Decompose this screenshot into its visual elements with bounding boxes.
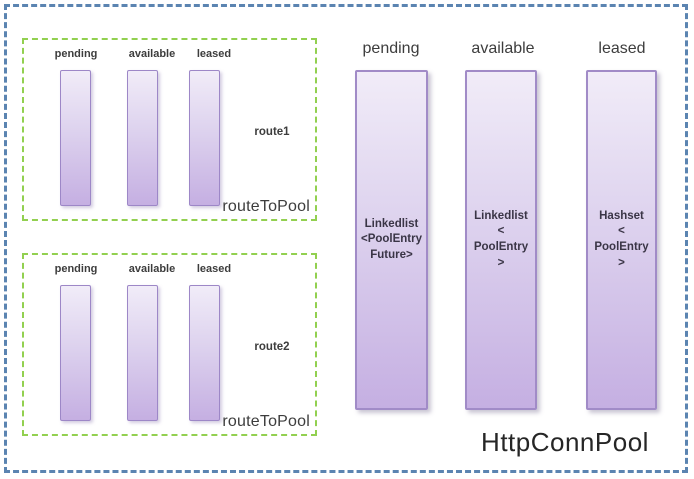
leased-label: leased [196,263,232,275]
route2-label: route2 [254,341,290,353]
leased-heading: leased [598,40,646,57]
available-column-type: Linkedlist < PoolEntry > [473,209,529,269]
leased-column-type: Hashset < PoolEntry > [594,209,649,269]
pending-bar [60,285,91,421]
available-heading: available [471,40,535,57]
available-label: available [128,263,176,275]
available-column: Linkedlist < PoolEntry > [465,70,537,410]
route-to-pool-box-route1: pending available leased route1 routeToP… [22,38,317,221]
route-to-pool-label: routeToPool [222,198,310,215]
http-conn-pool-frame [4,4,688,473]
available-label: available [128,48,176,60]
pending-label: pending [54,48,98,60]
leased-bar [189,285,220,421]
available-bar [127,70,158,206]
route1-label: route1 [254,126,290,138]
leased-column: Hashset < PoolEntry > [586,70,657,410]
available-bar [127,285,158,421]
leased-bar [189,70,220,206]
diagram-title: HttpConnPool [481,427,649,457]
route-to-pool-box-route2: pending available leased route2 routeToP… [22,253,317,436]
pending-heading: pending [362,40,420,57]
leased-label: leased [196,48,232,60]
pending-label: pending [54,263,98,275]
pending-column: Linkedlist <PoolEntry Future> [355,70,428,410]
pending-column-type: Linkedlist <PoolEntry Future> [360,217,423,261]
pending-bar [60,70,91,206]
route-to-pool-label: routeToPool [222,413,310,430]
